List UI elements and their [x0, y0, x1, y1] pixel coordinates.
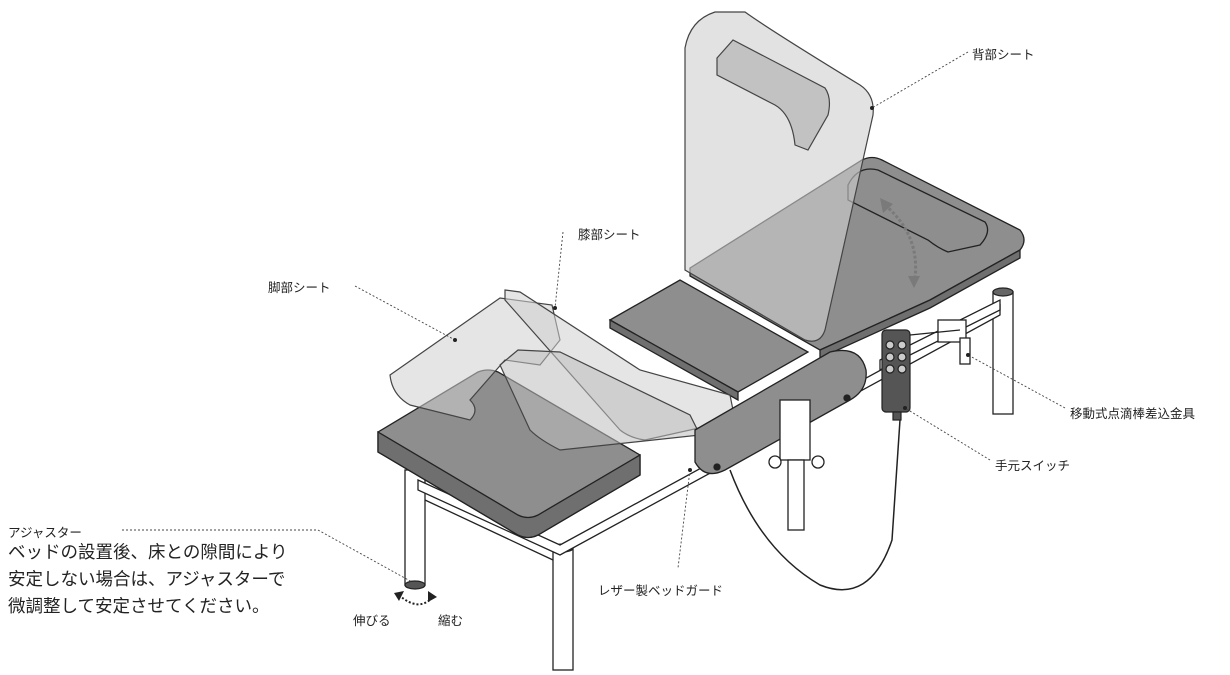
hand-switch-device — [881, 329, 911, 421]
adjuster-note-line: 安定しない場合は、アジャスターで — [8, 570, 286, 590]
leg-front-middle — [552, 544, 574, 671]
label-adjuster: アジャスター — [8, 525, 82, 540]
switch-cable — [729, 419, 901, 591]
iv-pole-holder-shape — [909, 319, 971, 365]
back-seat-raised — [684, 11, 874, 342]
label-iv-pole-holder: 移動式点滴棒差込金具 — [1070, 406, 1196, 421]
label-extend: 伸びる — [353, 613, 391, 628]
label-hand-switch: 手元スイッチ — [995, 458, 1071, 473]
adjuster-note: ベッドの設置後、床との隙間により 安定しない場合は、アジャスターで 微調整して安… — [8, 540, 287, 621]
adjuster-note-line: 微調整して安定させてください。 — [8, 597, 270, 617]
leg-knee-seats-raised — [389, 289, 736, 451]
label-shrink: 縮む — [438, 613, 464, 628]
label-leg-seat: 脚部シート — [268, 280, 331, 295]
label-back-seat: 背部シート — [972, 47, 1035, 62]
adjuster-arrow-icon — [394, 591, 437, 606]
leader-lines — [122, 51, 1066, 583]
adjuster-note-line: ベッドの設置後、床との隙間により — [8, 543, 288, 563]
tilt-arrow-icon — [880, 198, 920, 288]
label-leather-guard: レザー製ベッドガード — [598, 583, 724, 598]
label-knee-seat: 膝部シート — [578, 227, 641, 242]
guard-bracket — [768, 399, 825, 531]
